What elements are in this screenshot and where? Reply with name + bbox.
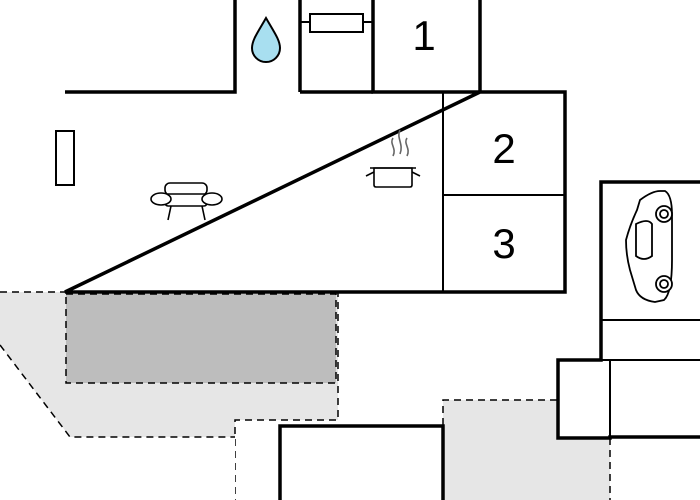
outdoor-area-right <box>443 400 610 500</box>
outdoor-diagonal-cutout <box>0 345 235 500</box>
outdoor-diagonal-border <box>0 344 235 438</box>
window-top <box>309 13 364 33</box>
room-3-label: 3 <box>492 220 515 267</box>
lower-building-walls <box>278 424 445 500</box>
outdoor-area-right-border <box>442 399 558 425</box>
terrace <box>65 293 337 384</box>
sofa-icon <box>150 182 223 221</box>
cooking-pot-icon <box>365 129 421 188</box>
garage-walls <box>556 180 700 440</box>
window-left <box>55 130 75 186</box>
room-1-label: 1 <box>412 12 435 59</box>
water-drop-icon <box>250 15 282 63</box>
main-building-walls <box>64 0 567 294</box>
room-2-label: 2 <box>492 125 515 172</box>
car-icon <box>625 190 673 303</box>
